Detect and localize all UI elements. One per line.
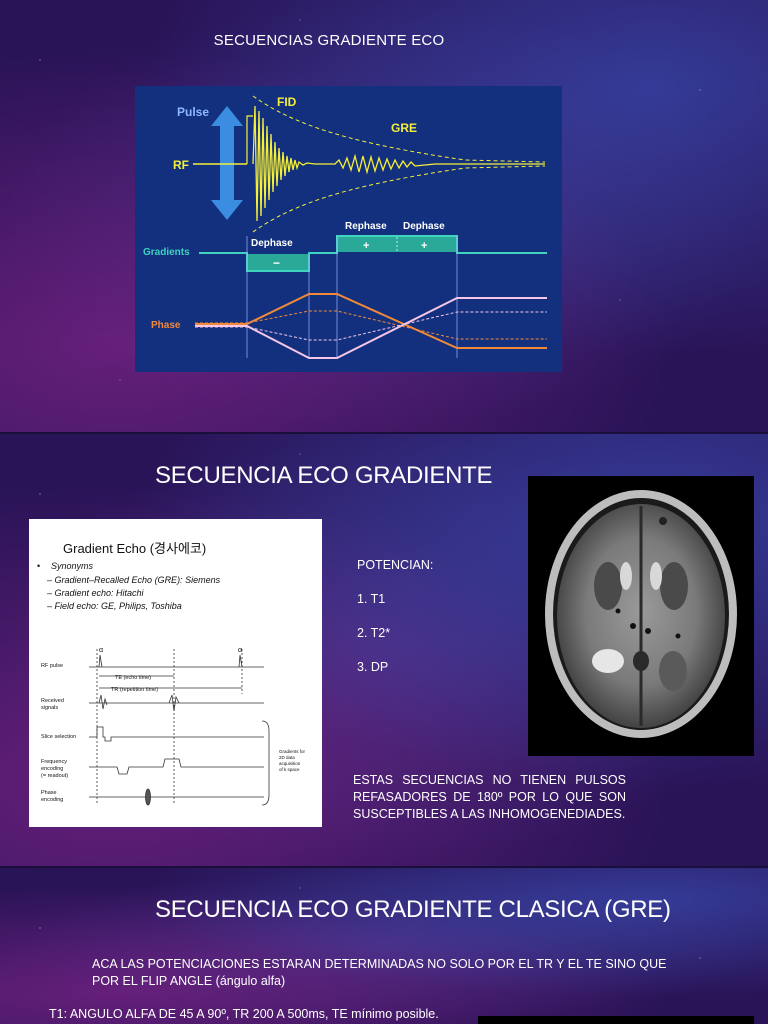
list-item: 1. T1 xyxy=(357,592,386,606)
te-label: TE (echo time) xyxy=(115,675,151,681)
note-line-3: acquisition xyxy=(279,761,301,766)
fid-waveform xyxy=(252,105,545,222)
plus-sign-2: + xyxy=(421,240,427,252)
image-preview-edge xyxy=(478,1016,754,1024)
gradient-echo-figure: Gradient Echo (경사에코) • Synonyms – Gradie… xyxy=(29,519,322,827)
list-item: 2. T2* xyxy=(357,626,391,640)
list-item: 3. DP xyxy=(357,660,389,674)
tr-label: TR (repetition time) xyxy=(111,687,158,693)
gradients-label: Gradients xyxy=(143,247,190,258)
phase-label-2: encoding xyxy=(41,797,63,803)
note-line-4: of k space xyxy=(279,767,300,772)
slide-1: SECUENCIAS GRADIENTE ECO Pulse RF FID GR… xyxy=(0,0,768,432)
gradient-echo-diagram: Pulse RF FID GRE Gradients Dephase Repha… xyxy=(135,86,562,372)
pulse-sequence-lines xyxy=(89,649,270,806)
potencian-list: 1. T1 2. T2* 3. DP xyxy=(357,592,390,694)
phase-label: Phase xyxy=(151,320,181,331)
rephase-label: Rephase xyxy=(345,221,387,232)
frequency-label: Frequency xyxy=(41,759,67,765)
plus-sign-1: + xyxy=(363,240,369,252)
figure-heading: Gradient Echo (경사에코) xyxy=(63,541,206,556)
pulse-label: Pulse xyxy=(177,105,209,119)
synonym-1: – Gradient–Recalled Echo (GRE): Siemens xyxy=(46,575,221,585)
rf-label: RF xyxy=(173,158,189,172)
gre-label: GRE xyxy=(391,121,417,135)
slide-2: SECUENCIA ECO GRADIENTE Gradient Echo (경… xyxy=(0,434,768,866)
synonym-2: – Gradient echo: Hitachi xyxy=(46,588,145,598)
received-label: Received xyxy=(41,698,64,704)
star-background xyxy=(0,868,768,1024)
slide-divider-1 xyxy=(0,432,768,434)
figure-bullet: • xyxy=(37,561,40,571)
dephase-label-2: Dephase xyxy=(403,221,445,232)
slide-divider-2 xyxy=(0,866,768,868)
slice-selection-label: Slice selection xyxy=(41,734,76,740)
phase-label-1: Phase xyxy=(41,790,57,796)
readout-label: (= readout) xyxy=(41,773,68,779)
inhomogeneities-paragraph: ESTAS SECUENCIAS NO TIENEN PULSOS REFASA… xyxy=(353,773,626,821)
synonym-3: – Field echo: GE, Philips, Toshiba xyxy=(46,601,182,611)
note-line-1: Gradients for xyxy=(279,749,306,754)
note-line-2: 2D data xyxy=(279,755,295,760)
slide-3-title: SECUENCIA ECO GRADIENTE CLASICA (GRE) xyxy=(155,896,671,923)
encoding-label: encoding xyxy=(41,766,63,772)
slide-1-title: SECUENCIAS GRADIENTE ECO xyxy=(213,32,445,49)
synonyms-label: Synonyms xyxy=(51,561,94,571)
potencian-label: POTENCIAN: xyxy=(357,558,434,572)
signals-label: signals xyxy=(41,705,58,711)
t1-parameters-line: T1: ANGULO ALFA DE 45 A 90º, TR 200 A 50… xyxy=(49,1007,439,1021)
dephase-label-1: Dephase xyxy=(251,238,293,249)
flip-angle-paragraph: ACA LAS POTENCIACIONES ESTARAN DETERMINA… xyxy=(92,957,667,988)
fid-label: FID xyxy=(277,95,297,109)
slide-3: SECUENCIA ECO GRADIENTE CLASICA (GRE) AC… xyxy=(0,868,768,1024)
alpha-label-1: α xyxy=(99,647,103,654)
pulse-arrow-icon xyxy=(211,106,243,220)
alpha-label-2: α xyxy=(238,647,242,654)
phase-curves xyxy=(195,293,547,359)
rf-pulse-label: RF pulse xyxy=(41,663,63,669)
slide-2-title: SECUENCIA ECO GRADIENTE xyxy=(155,462,493,489)
brain-mri-image xyxy=(528,476,754,756)
minus-sign: − xyxy=(273,256,280,270)
